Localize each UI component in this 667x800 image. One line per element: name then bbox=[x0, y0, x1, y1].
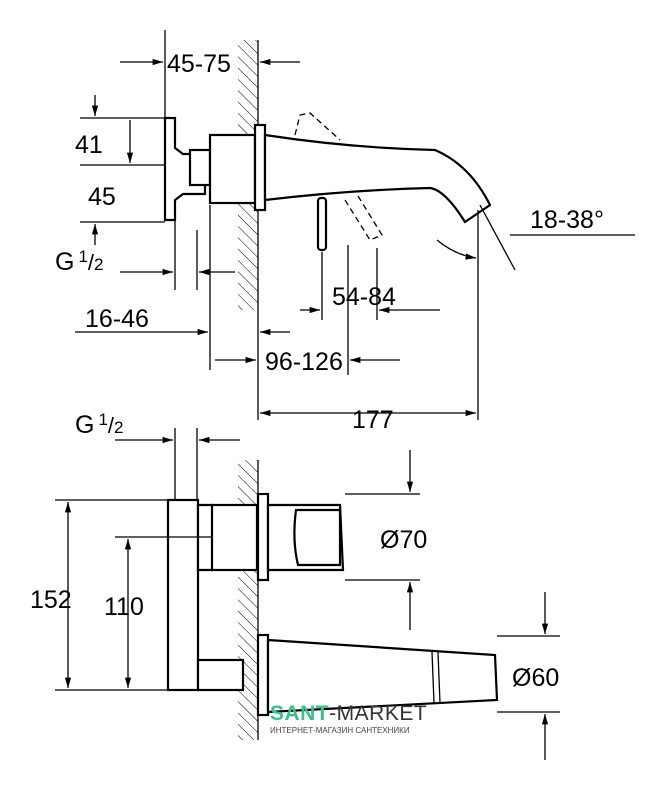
valve-vertical bbox=[166, 498, 200, 692]
dim-96-126: 96-126 bbox=[265, 348, 343, 376]
dim-45-75: 45-75 bbox=[167, 50, 231, 78]
dim-16-46: 16-46 bbox=[85, 305, 149, 333]
dim-41: 41 bbox=[75, 131, 103, 159]
handle-stem bbox=[188, 148, 212, 187]
watermark-logo: SANT-MARKET ИНТЕРНЕТ-МАГАЗИН САНТЕХНИКИ bbox=[270, 703, 427, 735]
dim-diameter-60: Ø60 bbox=[512, 664, 559, 692]
valve-housing bbox=[210, 503, 259, 572]
valve-body bbox=[208, 133, 257, 205]
lever-alt-up bbox=[294, 112, 341, 141]
lever bbox=[316, 196, 328, 252]
lever-alt-down bbox=[344, 195, 383, 241]
spout bbox=[263, 133, 492, 224]
handle-lever-front bbox=[293, 508, 342, 567]
dim-45: 45 bbox=[88, 183, 116, 211]
wall-hatch-front bbox=[238, 460, 258, 740]
dim-152: 152 bbox=[30, 586, 72, 614]
dim-diameter-70: Ø70 bbox=[380, 526, 427, 554]
handle-body bbox=[163, 116, 207, 222]
watermark-brand-b: -MARKET bbox=[329, 702, 428, 725]
watermark-subtitle: ИНТЕРНЕТ-МАГАЗИН САНТЕХНИКИ bbox=[270, 726, 410, 735]
dim-54-84: 54-84 bbox=[332, 283, 396, 311]
watermark-brand-a: SANT bbox=[270, 702, 330, 725]
dim-177: 177 bbox=[352, 406, 394, 434]
dim-angle: 18-38° bbox=[530, 206, 604, 234]
pipe-connector bbox=[196, 658, 245, 692]
dim-110: 110 bbox=[104, 593, 144, 621]
rosette bbox=[253, 123, 267, 212]
rosette-bottom bbox=[256, 633, 270, 717]
rosette-top bbox=[256, 492, 270, 582]
